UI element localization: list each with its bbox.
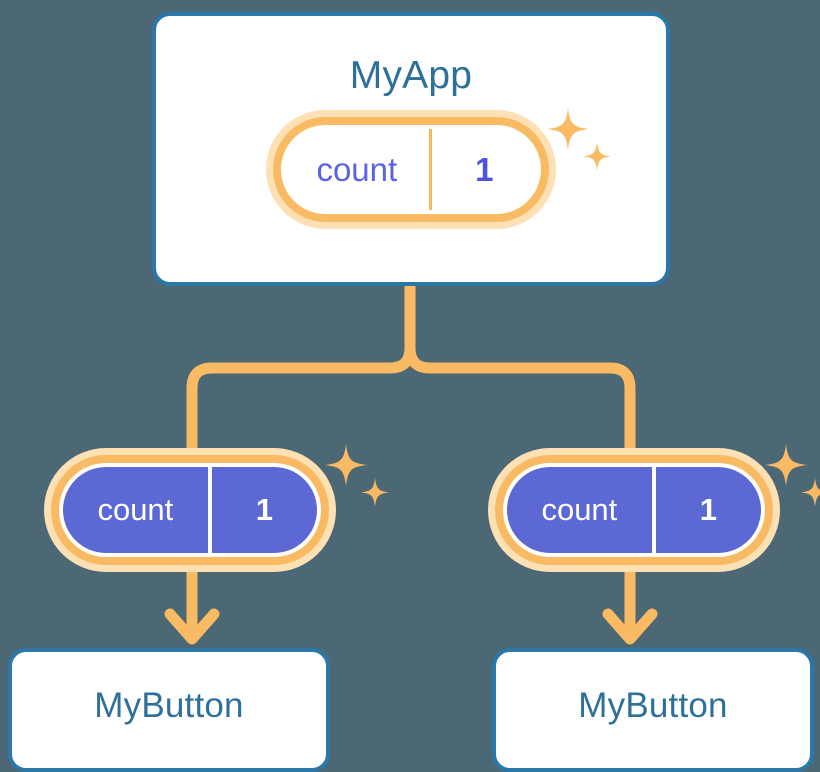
signal-arrowhead-right (602, 608, 658, 645)
card-title-mybutton: MyButton (578, 686, 728, 725)
signal-pill-body: count 1 (503, 463, 765, 557)
signal-value: 1 (475, 150, 494, 188)
signal-pill-body: count 1 (59, 463, 321, 557)
signal-arrowhead-left (164, 608, 220, 645)
signal-pill-branch-left[interactable]: count 1 (44, 448, 336, 572)
signal-pill-ring: count 1 (273, 117, 549, 222)
signal-branch-right (404, 342, 636, 456)
signal-pill-branch-right[interactable]: count 1 (488, 448, 780, 572)
signal-name: count (507, 467, 656, 553)
signal-name: count (285, 129, 432, 210)
signal-name: count (63, 467, 212, 553)
card-title-mybutton: MyButton (94, 686, 244, 725)
signal-pill-body: count 1 (281, 125, 541, 214)
signal-value: 1 (655, 467, 761, 553)
signal-branch-left (186, 342, 416, 456)
component-card-mybutton-left[interactable]: MyButton (8, 648, 330, 772)
component-card-mybutton-right[interactable]: MyButton (492, 648, 814, 772)
signal-value: 1 (211, 467, 317, 553)
signal-pill-ring: count 1 (51, 455, 329, 565)
signal-pill-myapp[interactable]: count 1 (266, 110, 556, 229)
card-title-myapp: MyApp (349, 54, 473, 97)
signal-pill-ring: count 1 (495, 455, 773, 565)
